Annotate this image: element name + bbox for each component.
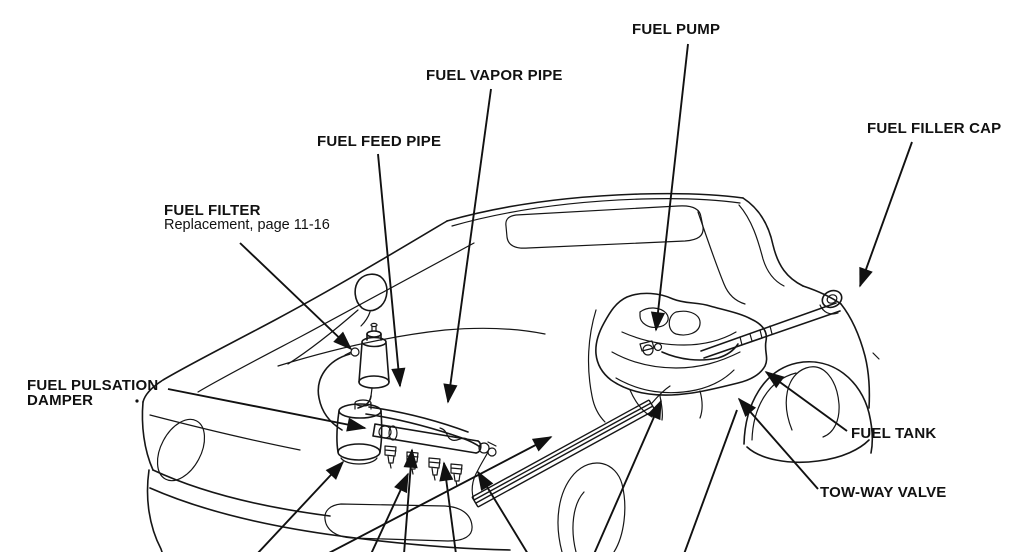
leader-lines — [135, 43, 913, 552]
callout-tow-way-valve: TOW-WAY VALVE — [820, 484, 947, 501]
callout-fuel-pump: FUEL PUMP — [632, 21, 721, 38]
callout-fuel-filter-note: Replacement, page 11-16 — [164, 217, 330, 233]
rear-wheel — [743, 361, 874, 464]
callout-fuel-pulsation-damper-line2: DAMPER — [27, 392, 94, 409]
callout-fuel-filter: FUEL FILTER Replacement, page 11-16 — [164, 203, 330, 233]
front-wheel — [557, 462, 626, 552]
underbody-pipes — [471, 385, 671, 508]
fuel-injectors — [384, 445, 463, 487]
callout-fuel-pulsation-damper-line1: FUEL PULSATION — [27, 377, 159, 394]
callout-fuel-feed-pipe: FUEL FEED PIPE — [317, 133, 442, 150]
filler-neck — [700, 289, 843, 359]
fuel-tank-shape — [595, 292, 768, 421]
front-end — [141, 401, 511, 552]
callout-fuel-tank: FUEL TANK — [851, 425, 937, 442]
fuel-rail-shape — [372, 423, 497, 457]
callout-fuel-vapor-pipe: FUEL VAPOR PIPE — [426, 67, 563, 84]
callout-fuel-filter-title: FUEL FILTER — [164, 202, 261, 219]
car-outline — [141, 192, 880, 552]
stray-dot — [135, 399, 139, 403]
callout-fuel-filler-cap: FUEL FILLER CAP — [867, 120, 1002, 137]
fuel-filter-shape — [344, 322, 390, 397]
fuel-pump-shape — [639, 340, 739, 361]
callout-fuel-pulsation-damper: FUEL PULSATION DAMPER — [27, 378, 158, 408]
